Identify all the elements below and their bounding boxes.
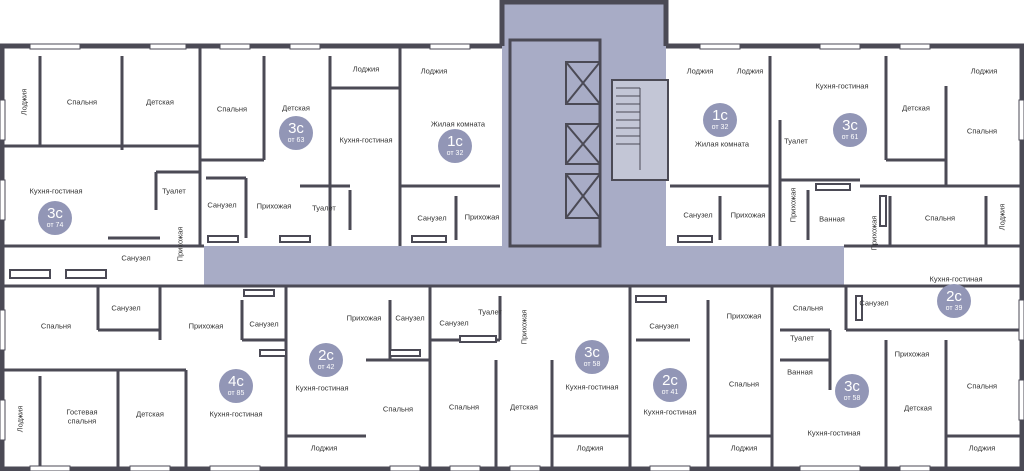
room-label: Лоджия bbox=[686, 66, 714, 76]
room-label: Спальня bbox=[448, 402, 480, 412]
stair-steps bbox=[616, 87, 641, 170]
room-label: Кухня-гостиная bbox=[643, 407, 697, 417]
room-label: Туалет bbox=[790, 333, 814, 343]
room-label: Кухня-гостиная bbox=[295, 383, 349, 393]
room-label: Спальня bbox=[40, 321, 72, 331]
room-label: Ванная bbox=[819, 214, 845, 224]
room-label: Лоджия bbox=[310, 443, 338, 453]
room-label: Спальня bbox=[66, 97, 98, 107]
room-label: Лоджия bbox=[968, 443, 996, 453]
room-label: Кухня-гостиная bbox=[209, 409, 263, 419]
room-label: Спальня bbox=[924, 213, 956, 223]
room-label: Прихожая bbox=[464, 212, 500, 222]
room-label: Туалет bbox=[162, 186, 186, 196]
room-label: Детская bbox=[146, 97, 174, 107]
room-label: Спальня bbox=[792, 303, 824, 313]
room-label: Прихожая bbox=[188, 321, 224, 331]
room-label: Санузел bbox=[859, 298, 889, 308]
room-label: Детская bbox=[902, 103, 930, 113]
room-label: Жилая комната bbox=[430, 119, 486, 129]
room-label: Спальня bbox=[728, 379, 760, 389]
room-label: Санузел bbox=[417, 213, 447, 223]
windows bbox=[0, 43, 1024, 471]
interior-walls bbox=[2, 46, 1022, 469]
room-label: Кухня-гостиная bbox=[929, 274, 983, 284]
room-label: Лоджия bbox=[736, 66, 764, 76]
room-label: Спальня bbox=[216, 104, 248, 114]
room-label: Лоджия bbox=[730, 443, 758, 453]
room-label: Туалет bbox=[784, 136, 808, 146]
room-label: Кухня-гостиная bbox=[29, 186, 83, 196]
room-label: Гостевая bbox=[66, 407, 98, 417]
room-label: Прихожая bbox=[726, 311, 762, 321]
room-label: Кухня-гостиная bbox=[807, 428, 861, 438]
room-label: Лоджия bbox=[352, 64, 380, 74]
room-label: Прихожая bbox=[894, 349, 930, 359]
room-label: Прихожая bbox=[788, 187, 798, 223]
room-label: Жилая комната bbox=[694, 139, 750, 149]
room-label: Туалет bbox=[312, 203, 336, 213]
room-label: Лоджия bbox=[15, 405, 25, 433]
room-label: Лоджия bbox=[970, 66, 998, 76]
room-label: Кухня-гостиная bbox=[815, 81, 869, 91]
corridor bbox=[204, 246, 844, 286]
room-label: Кухня-гостиная bbox=[565, 382, 619, 392]
room-label: Туалет bbox=[478, 307, 502, 317]
room-label: Кухня-гостиная bbox=[339, 135, 393, 145]
room-label: спальня bbox=[67, 416, 97, 426]
room-label: Прихожая bbox=[175, 226, 185, 262]
room-label: Прихожая bbox=[869, 215, 879, 251]
room-label: Ванная bbox=[787, 367, 813, 377]
room-label: Прихожая bbox=[346, 313, 382, 323]
room-label: Детская bbox=[136, 409, 164, 419]
room-label: Лоджия bbox=[576, 443, 604, 453]
room-label: Лоджия bbox=[19, 88, 29, 116]
room-label: Спальня bbox=[382, 404, 414, 414]
room-label: Санузел bbox=[439, 318, 469, 328]
room-label: Детская bbox=[282, 103, 310, 113]
room-label: Санузел bbox=[649, 321, 679, 331]
room-label: Прихожая bbox=[730, 210, 766, 220]
room-label: Санузел bbox=[207, 200, 237, 210]
room-label: Санузел bbox=[249, 319, 279, 329]
room-label: Прихожая bbox=[256, 201, 292, 211]
room-label: Спальня bbox=[966, 126, 998, 136]
room-label: Санузел bbox=[121, 253, 151, 263]
room-label: Прихожая bbox=[519, 309, 529, 345]
fixtures bbox=[9, 183, 887, 357]
room-label: Лоджия bbox=[420, 66, 448, 76]
room-label: Лоджия bbox=[997, 203, 1007, 231]
room-label: Санузел bbox=[395, 313, 425, 323]
room-label: Спальня bbox=[966, 381, 998, 391]
room-label: Санузел bbox=[683, 210, 713, 220]
room-label: Детская bbox=[904, 403, 932, 413]
room-label: Санузел bbox=[111, 303, 141, 313]
elevators bbox=[565, 61, 601, 219]
room-label: Детская bbox=[510, 402, 538, 412]
